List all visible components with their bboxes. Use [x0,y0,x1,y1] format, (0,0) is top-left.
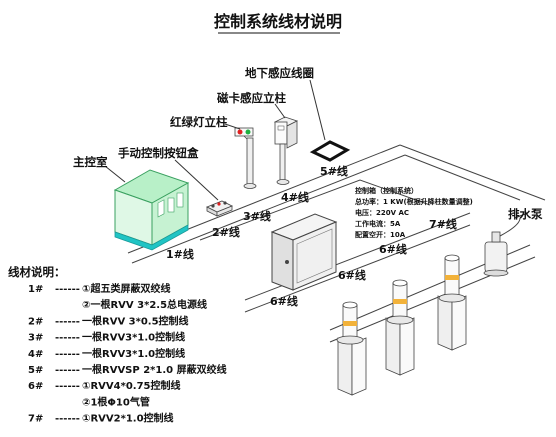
legend-dash: ------ [55,365,80,376]
legend-wire-number: 1# [28,284,43,295]
main-control-room-label: 主控室 [73,155,108,169]
cabinet-spec-line: 电压：220V AC [355,208,409,217]
legend-wire-number: 3# [28,333,43,344]
underground-coil-label: 地下感应线圈 [245,66,314,80]
card-post-label: 磁卡感应立柱 [217,91,286,105]
legend-wire-number: 5# [28,365,43,376]
legend-wire-description: 一根RVV3*1.0控制线 [82,347,185,360]
wire-label-6: 6#线 [338,268,366,282]
bollard [437,254,467,351]
legend-wire-description: ②1根Φ10气管 [82,395,150,408]
red-light-icon [237,129,243,135]
cabinet-spec-head: 控制箱（控制系统） [355,186,418,195]
legend-dash: ------ [55,333,80,344]
legend-dash: ------ [55,284,80,295]
main-room-leader [104,165,126,183]
legend-wire-description: ①RVV4*0.75控制线 [82,379,181,392]
wire-label-1: 1#线 [166,247,194,261]
traffic-light-leader [224,123,241,130]
drain-pump-label: 排水泵 [508,207,543,221]
bollard [336,301,367,396]
wire-label-4: 4#线 [281,190,309,204]
legend-dash: ------ [55,414,80,425]
button-box-leader [174,159,219,201]
legend-wire-number: 2# [28,316,43,327]
underground-coil [309,140,351,162]
legend-wire-number: 6# [28,381,43,392]
legend-wire-number: 4# [28,349,43,360]
legend-dash: ------ [55,349,80,360]
green-light-icon [245,129,251,135]
legend-wire-description: ①超五类屏蔽双绞线 [82,282,170,295]
card-post-leader [274,103,286,119]
legend-wire-description: ②一根RVV 3*2.5总电源线 [82,298,207,311]
legend-wire-number: 7# [28,414,43,425]
pump-leader [514,213,526,219]
legend-wire-description: 一根RVV 3*0.5控制线 [82,314,189,327]
wire-label-7: 7#线 [429,217,457,231]
cabinet-spec: 控制箱（控制系统） 总功率：1 KW(根据升降柱数量调整) 电压：220V AC… [355,186,473,239]
legend-dash: ------ [55,316,80,327]
legend-heading: 线材说明： [8,265,66,279]
cabinet-spec-line: 配置空开：10A [355,230,406,239]
coil-leader [309,79,326,141]
legend-wire-description: 一根RVVSP 2*1.0 屏蔽双绞线 [82,363,227,376]
manual-button-box-label: 手动控制按钮盒 [118,146,199,160]
cabinet-spec-line: 工作电流：5A [355,219,401,228]
bollard [385,279,415,376]
card-reader-post [273,116,299,185]
drain-pump [483,217,521,277]
manual-button-box [206,200,233,217]
legend-wire-description: ①RVV2*1.0控制线 [82,412,174,425]
page-title: 控制系统线材说明 [214,12,342,31]
cabinet-spec-line: 总功率：1 KW(根据升降柱数量调整) [355,197,473,206]
wire-label-5: 5#线 [320,164,348,178]
control-cabinet [270,213,338,291]
main-control-room [113,169,190,251]
traffic-light-post [234,127,257,189]
wire-label-6: 6#线 [379,242,407,256]
legend-dash: ------ [55,381,80,392]
legend-wire-description: 一根RVV3*1.0控制线 [82,331,185,344]
wire-label-2: 2#线 [212,225,240,239]
traffic-light-post-label: 红绿灯立柱 [170,115,228,129]
wire-label-3: 3#线 [243,209,271,223]
wire-label-6: 6#线 [270,294,298,308]
